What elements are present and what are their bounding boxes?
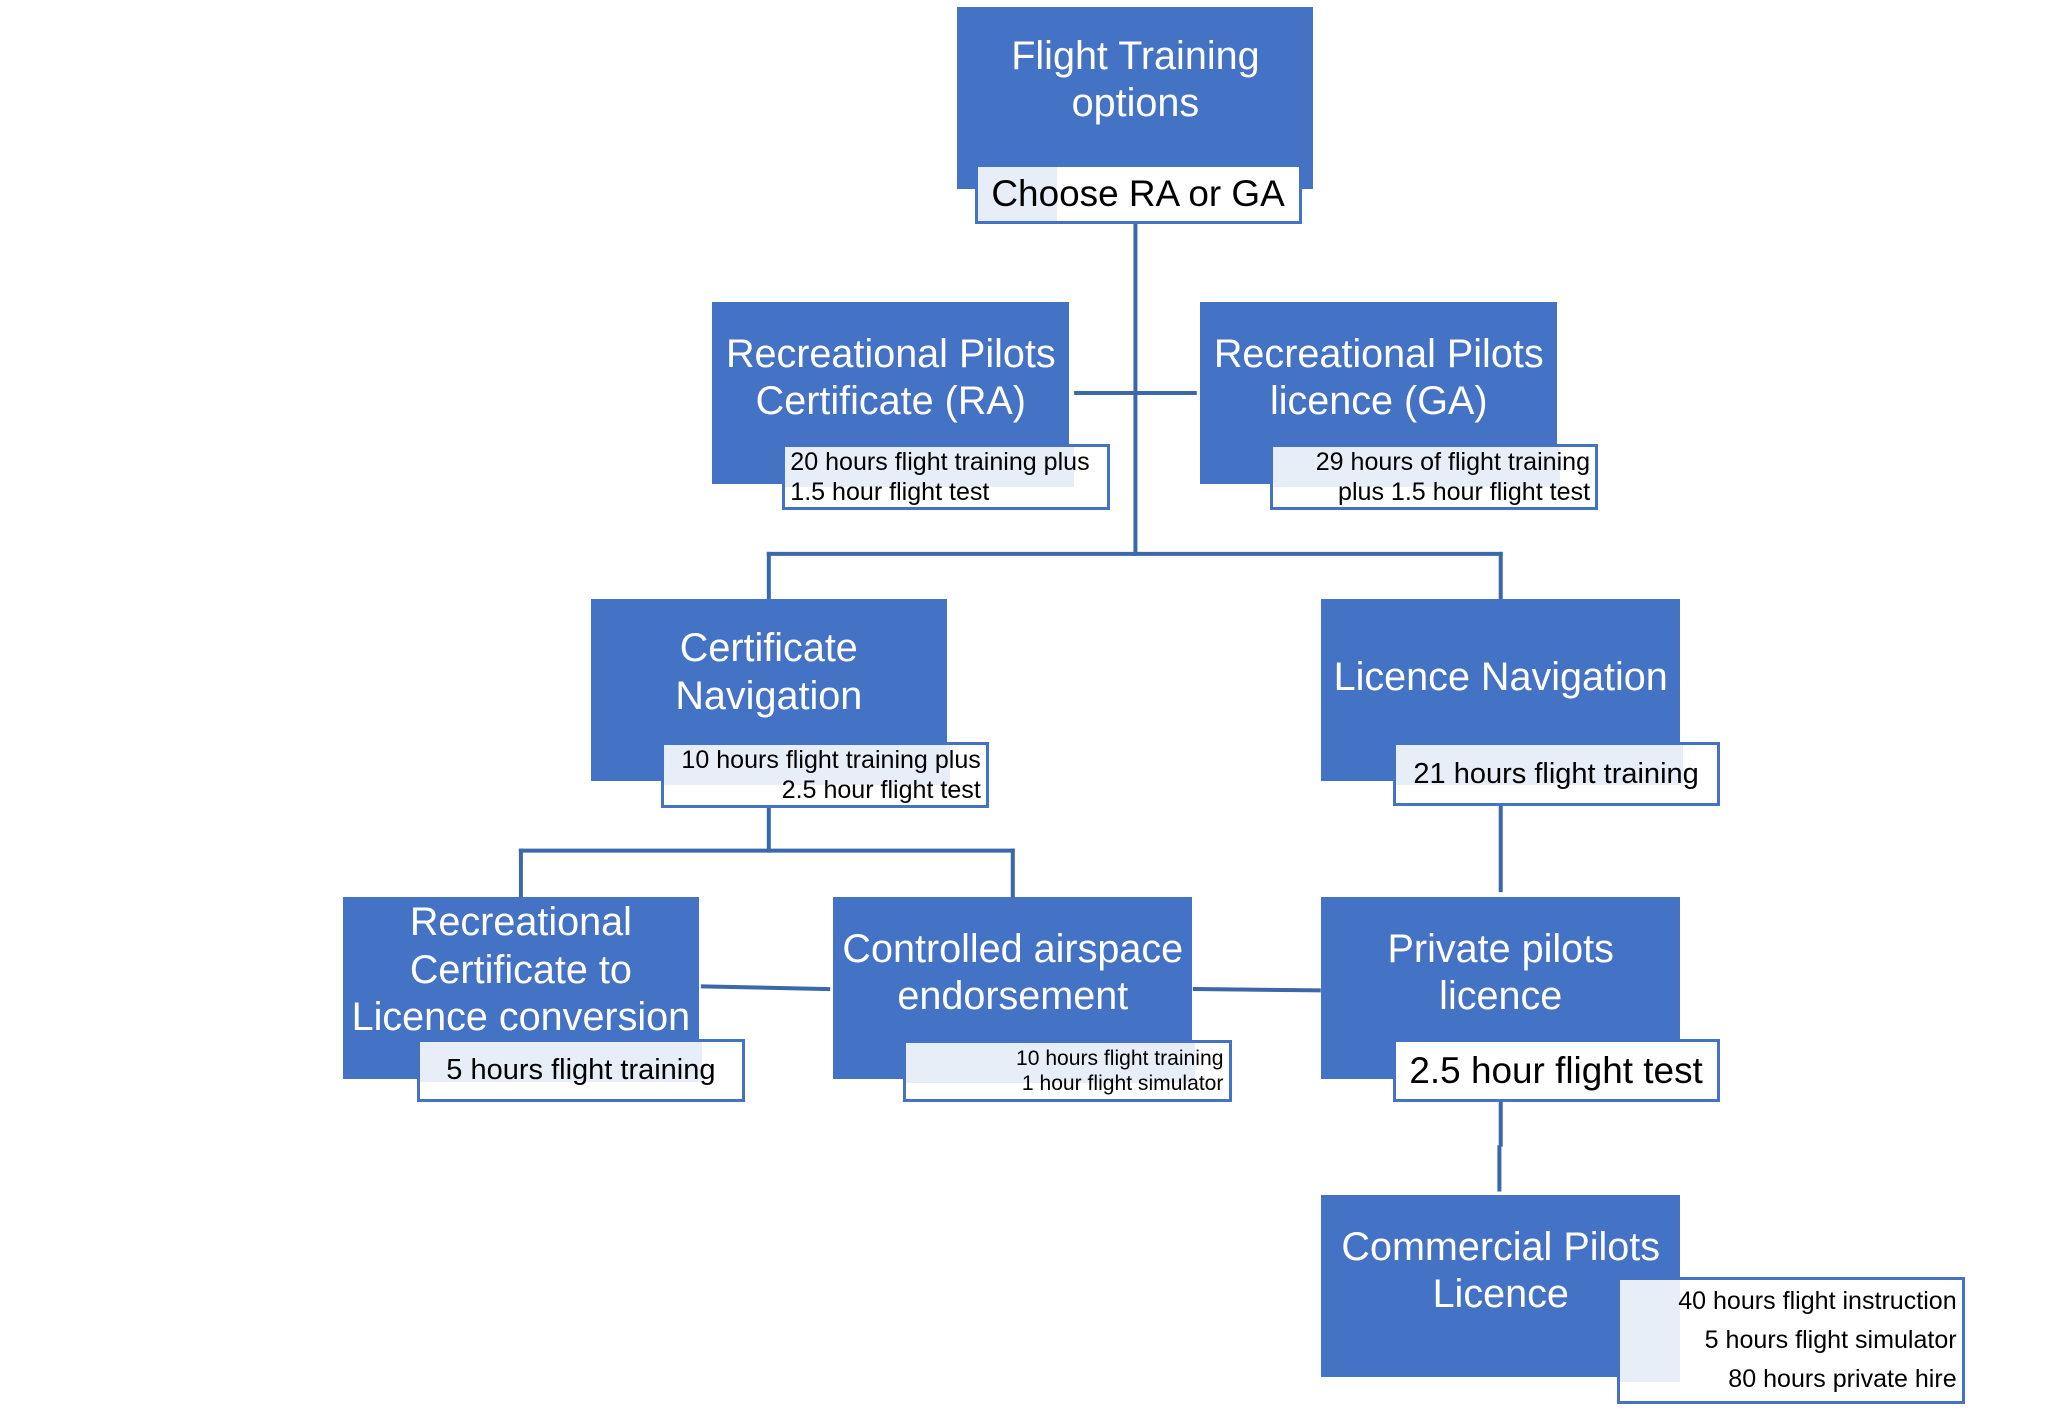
root-note-tint [977,166,1057,222]
cpl-note-tint [1619,1279,1681,1383]
airspace-note-line: 1 hour flight simulator [1021,1072,1224,1096]
airspace-note-line: 10 hours flight training [1016,1047,1224,1071]
ppl-title: Private pilots licence [1387,926,1614,1019]
cpl-note: 40 hours flight instruction 5 hours fligh… [1616,1276,1965,1405]
ra-cert-note-line: 20 hours flight training plus [790,448,1090,477]
lic-nav-title: Licence Navigation [1333,655,1668,700]
root-note: Choose RA or GA [974,163,1302,225]
conversion-note-tint [419,1042,702,1082]
ga-lic-note-line: plus 1.5 hour flight test [1338,478,1591,507]
conversion-note: 5 hours flight training [416,1039,746,1103]
cpl-note-line: 40 hours flight instruction [1678,1287,1957,1316]
ga-lic-note-line: 29 hours of flight training [1315,448,1591,477]
airspace-title: Controlled airspace endorsement [842,926,1184,1019]
root-note-line: Choose RA or GA [991,172,1285,214]
cert-nav-note-line: 2.5 hour flight test [781,776,981,805]
cert-nav-note-tint [663,745,950,785]
connector-line [1192,987,1321,993]
conversion-note-line: 5 hours flight training [446,1054,716,1087]
connector-line [700,984,831,992]
ra-cert-title: Recreational Pilots Certificate (RA) [725,331,1056,424]
cpl-title: Commercial Pilots Licence [1341,1224,1661,1317]
lic-nav-note-tint [1395,745,1684,785]
ra-cert-note-line: 1.5 hour flight test [790,478,990,507]
airspace-note-tint [906,1043,1196,1084]
conversion-title: Recreational Certificate to Licence conv… [351,900,691,1040]
ra-cert-note-tint [785,447,1074,487]
root-box: Flight Training options [957,6,1314,189]
ppl-note-line: 2.5 hour flight test [1409,1049,1703,1091]
ga-lic-title: Recreational Pilots licence (GA) [1213,331,1544,424]
lic-nav-note: 21 hours flight training [1392,742,1720,806]
cpl-note-line: 80 hours private hire [1728,1364,1957,1393]
cert-nav-note-line: 10 hours flight training plus [681,746,981,775]
root-title: Flight Training options [1011,33,1260,126]
ga-lic-note-tint [1272,447,1561,487]
cpl-note-line: 5 hours flight simulator [1704,1326,1957,1355]
cert-nav-title: Certificate Navigation [675,626,863,718]
lic-nav-note-line: 21 hours flight training [1413,757,1699,790]
ppl-note: 2.5 hour flight test [1392,1039,1720,1103]
